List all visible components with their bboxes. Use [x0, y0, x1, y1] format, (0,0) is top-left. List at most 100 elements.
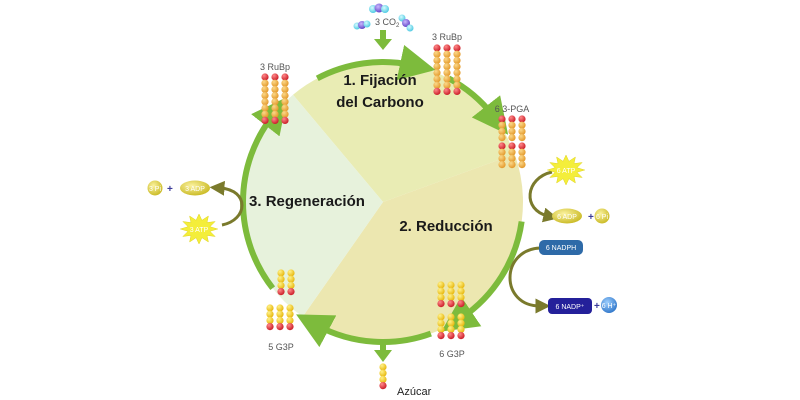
carbon-atom [433, 50, 441, 58]
carbon-atom [261, 92, 269, 100]
phase-label-fixation-line2: del Carbono [336, 94, 424, 111]
co2-label: 3 CO2 [375, 17, 400, 29]
carbon-atom [508, 134, 516, 142]
carbon-atom [287, 269, 295, 277]
nadp-label: 6 NADP⁺ [556, 304, 585, 311]
carbon-atom [437, 313, 445, 321]
rubp-top-label: 3 RuBp [432, 32, 462, 42]
phosphate-atom [281, 73, 289, 81]
rubp-chain [453, 44, 461, 95]
carbon-atom [498, 161, 506, 169]
phosphate-atom [508, 115, 516, 123]
carbon-atom [437, 319, 445, 327]
carbon-atom [266, 316, 274, 324]
phosphate-atom [508, 142, 516, 150]
carbon-atom [447, 319, 455, 327]
rubp-chain [271, 73, 279, 124]
carbon-atom [453, 56, 461, 64]
carbon-atom [447, 325, 455, 333]
regen-adp-label: 3 ADP [185, 186, 205, 193]
carbon-atom [281, 98, 289, 106]
rubp-chain [443, 44, 451, 95]
phosphate-atom [437, 332, 445, 340]
g3p-chain [287, 269, 295, 296]
carbon-atom [443, 56, 451, 64]
carbon-atom [266, 310, 274, 318]
g3p-chain [286, 304, 294, 331]
regen-adp-ellipse [180, 180, 210, 196]
carbon-atom [447, 293, 455, 301]
carbon-atom [447, 287, 455, 295]
carbon-atom [277, 275, 285, 283]
nadph-to-nadp-arrow [508, 246, 551, 314]
carbon-atom [443, 75, 451, 83]
plus-sign: + [588, 212, 594, 223]
carbon-atom [276, 304, 284, 312]
sugar-label: Azúcar [397, 386, 432, 398]
carbon-atom [379, 375, 387, 383]
carbon-atom [286, 304, 294, 312]
pga-chain [498, 115, 506, 142]
phosphate-atom [277, 288, 285, 296]
carbon-atom [261, 98, 269, 106]
co2-molecule-icon [353, 20, 371, 30]
carbon-atom [443, 81, 451, 89]
carbon-atom [457, 287, 465, 295]
carbon-atom [457, 313, 465, 321]
phosphate-atom [266, 323, 274, 331]
carbon-atom [457, 281, 465, 289]
phase-label-reduction: 2. Reducción [399, 218, 492, 235]
pi-label: 6 Pi [596, 214, 609, 221]
co2-molecule-icon [369, 3, 389, 13]
arrow-fixation-in [315, 44, 436, 82]
cycle-sectors [243, 62, 523, 342]
atp-label: 6 ATP [557, 168, 576, 175]
carbon-atom [453, 69, 461, 77]
pga-label: 6 3-PGA [495, 104, 530, 114]
g3p-chain [266, 304, 274, 331]
carbon-atom [277, 281, 285, 289]
carbon-atom [271, 92, 279, 100]
g3p-left-label: 5 G3P [268, 342, 294, 352]
sector-fixation [293, 62, 515, 202]
phase-label-fixation-line1: 1. Fijación [343, 72, 416, 89]
carbon-atom [287, 281, 295, 289]
phosphate-atom [457, 300, 465, 308]
carbon-atom [508, 154, 516, 162]
carbon-atom [433, 75, 441, 83]
phosphate-atom [276, 323, 284, 331]
cycle-arrows [240, 44, 525, 348]
co2-input: 3 CO2 [353, 3, 414, 50]
carbon-atom [518, 161, 526, 169]
carbon-atom [287, 275, 295, 283]
carbon-atom [437, 293, 445, 301]
molecules [261, 44, 526, 390]
carbon-atom [457, 293, 465, 301]
phosphate-atom [457, 332, 465, 340]
carbon-atom [271, 85, 279, 93]
carbon-atom [281, 79, 289, 87]
phase-label-regeneration: 3. Regeneración [249, 193, 365, 210]
nadph-group: 6 NADPH 6 NADP⁺ + 6 H⁺ [508, 240, 617, 314]
carbon-atom [498, 127, 506, 135]
carbon-atom [266, 304, 274, 312]
pga-chain [498, 142, 506, 169]
carbon-atom [276, 316, 284, 324]
h-ion-circle [601, 297, 617, 313]
carbon-atom [281, 85, 289, 93]
rubp-chain [281, 73, 289, 124]
phosphate-atom [447, 300, 455, 308]
carbon-atom [437, 325, 445, 333]
carbon-atom [453, 75, 461, 83]
carbon-atom [508, 121, 516, 129]
phosphate-atom [453, 44, 461, 52]
carbon-atom [433, 81, 441, 89]
adp-ellipse [552, 208, 582, 224]
carbon-atom [281, 104, 289, 112]
regen-pi-label: 3 Pi [149, 186, 162, 193]
phosphate-atom [498, 142, 506, 150]
phosphate-atom [379, 382, 387, 390]
carbon-atom [433, 63, 441, 71]
phosphate-atom [498, 115, 506, 123]
